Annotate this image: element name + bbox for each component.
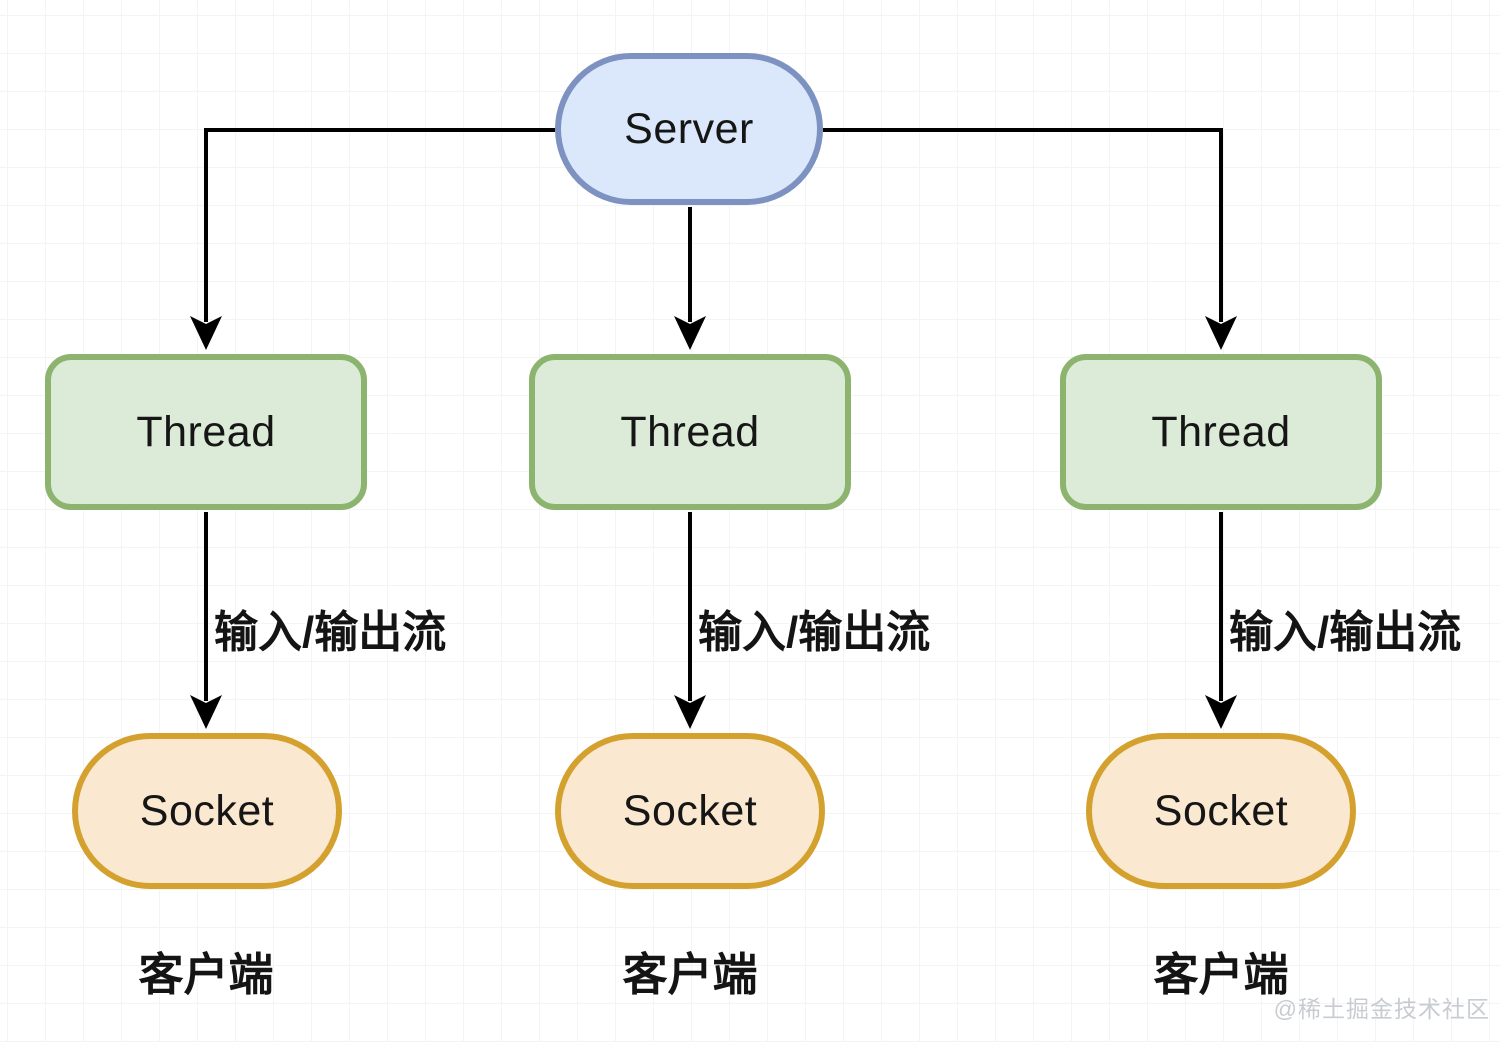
socket-node-label: Socket (139, 786, 275, 835)
arrowhead-icon (190, 316, 222, 350)
thread-node-label: Thread (620, 407, 760, 456)
edge-server-to-thread-left (204, 128, 555, 322)
edge-label-io-stream-right: 输入/输出流 (1229, 608, 1462, 657)
client-caption-mid: 客户端 (622, 949, 758, 1000)
arrowhead-icon (1205, 695, 1237, 729)
server-node: Server (555, 53, 823, 205)
edge-label-io-stream-mid: 输入/输出流 (698, 608, 931, 657)
socket-node-right: Socket (1086, 733, 1356, 889)
watermark-text: @稀土掘金技术社区 (1273, 996, 1490, 1022)
socket-node-left: Socket (72, 733, 342, 889)
thread-node-left: Thread (45, 354, 367, 510)
thread-node-label: Thread (1151, 407, 1291, 456)
thread-node-right: Thread (1060, 354, 1382, 510)
socket-node-mid: Socket (555, 733, 825, 889)
edge-label-io-stream-left: 输入/输出流 (214, 608, 447, 657)
arrowhead-icon (1205, 316, 1237, 350)
socket-node-label: Socket (622, 786, 758, 835)
thread-node-mid: Thread (529, 354, 851, 510)
client-caption-left: 客户端 (138, 949, 274, 1000)
server-node-label: Server (624, 104, 754, 153)
arrowhead-icon (674, 695, 706, 729)
edge-server-to-thread-right (823, 128, 1223, 322)
arrowhead-icon (190, 695, 222, 729)
thread-node-label: Thread (136, 407, 276, 456)
arrowhead-icon (674, 316, 706, 350)
socket-node-label: Socket (1153, 786, 1289, 835)
client-caption-right: 客户端 (1153, 949, 1289, 1000)
